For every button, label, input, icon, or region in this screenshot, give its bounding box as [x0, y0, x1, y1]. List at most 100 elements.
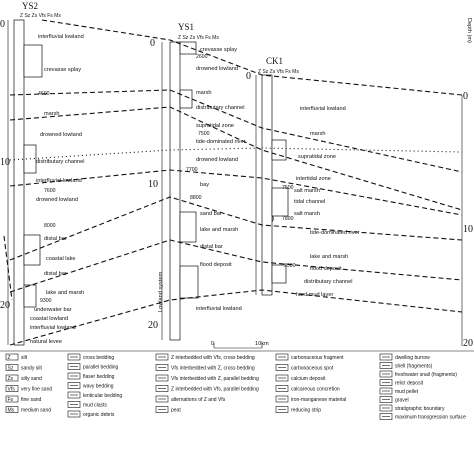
facies-label: underwater bar: [34, 307, 72, 313]
core-column-sand-bed: [23, 44, 43, 78]
facies-label: lake and marsh: [200, 227, 238, 233]
facies-label: distal bar: [200, 244, 223, 250]
legend-entry: flaser bedding: [67, 372, 115, 380]
legend-swatch: [5, 374, 19, 382]
facies-label: sand bar: [200, 211, 222, 217]
facies-label: crevasse splay: [44, 67, 81, 73]
legend-entry: mud pellet: [379, 387, 419, 395]
legend-entry: relict deposit: [379, 379, 424, 387]
well-name: YS2: [22, 1, 38, 11]
facies-label: distributary channel: [36, 159, 85, 165]
facies-label: tide-dominated river: [196, 139, 246, 145]
scale-bar-end: 10km: [255, 341, 269, 347]
legend-label: stratigraphic boundary: [395, 406, 445, 412]
scale-bar-start: 0: [211, 341, 214, 347]
radiocarbon-date: 7500: [198, 131, 210, 137]
legend-label: Vfs interbedded with Z, cross bedding: [171, 366, 255, 372]
facies-label: drowned lowland: [40, 132, 82, 138]
legend-label: medium sand: [21, 408, 51, 414]
depth-tick: 10: [463, 224, 473, 235]
legend-entry: wavy bedding: [67, 382, 114, 390]
radiocarbon-date: 7800: [282, 216, 294, 222]
depth-tick: 0: [0, 19, 5, 30]
radiocarbon-date: 7500: [282, 185, 294, 191]
legend-label: alternations of Z and Vfs: [171, 397, 226, 403]
core-column-sand-bed: [271, 187, 289, 217]
legend-code: Fs: [8, 397, 14, 403]
legend-code: Z: [8, 355, 11, 361]
legend-label: shell (fragments): [395, 364, 433, 370]
legend-code: Zs: [8, 376, 14, 382]
well-ys2: YS2 Z Sz Zs Vfs Fs Ms 0 10 20 4600 7600 …: [0, 1, 85, 346]
legend-entry: Z interbedded with Vfs, cross bedding: [155, 353, 255, 361]
legend-label: silt: [21, 355, 28, 361]
legend-label: organic debris: [83, 412, 115, 418]
facies-label: salt marsh: [294, 211, 320, 217]
facies-label: supratidal zone: [196, 123, 234, 129]
facies-label: interfluvial lowland: [300, 106, 346, 112]
legend-entry: organic debris: [67, 410, 115, 418]
legend-entry: cross bedding: [67, 353, 114, 361]
grain-size-header: Z Sz Zs Vfs Fs Ms: [258, 69, 299, 75]
facies-label: natural levee: [30, 339, 62, 345]
legend-label: Vfs interbedded with Z, parallel bedding: [171, 376, 259, 382]
legend-swatch: [5, 385, 19, 392]
legend-entry: dwelling burrow: [379, 353, 430, 361]
legend-entry: gravel: [379, 396, 409, 404]
depth-tick: 0: [150, 38, 155, 49]
right-depth-axis: Depth (m) 0 10 20: [461, 18, 473, 349]
facies-label: interfluvial lowland: [38, 34, 84, 40]
legend-entry: calcium deposit: [275, 374, 326, 382]
depth-tick: 0: [463, 91, 468, 102]
legend-label: calcium deposit: [291, 376, 326, 382]
facies-label: crevasse splay: [200, 47, 237, 53]
core-column-sand-bed: [179, 211, 197, 243]
legend-label: iron-manganese material: [291, 397, 346, 403]
facies-label: flood deposit: [310, 266, 342, 272]
stratigraphic-boundary-line: [9, 196, 463, 261]
legend-label: maximum transgression surface: [395, 415, 466, 421]
legend-entry: Fs fine sand: [5, 395, 42, 403]
core-column: [13, 19, 25, 346]
legend-code: Ms: [8, 408, 15, 414]
legend-entry: reducing strip: [275, 406, 321, 414]
facies-label: tidal channel: [294, 199, 325, 205]
legend-label: very fine sand: [21, 387, 52, 393]
facies-label: drowned lowland: [36, 197, 78, 203]
legend-label: Z interbedded with Vfs, cross bedding: [171, 355, 255, 361]
legend-entry: freshwater snail (fragments): [379, 370, 457, 378]
legend-entry: maximum transgression surface: [379, 413, 466, 421]
maximum-transgression-line: [9, 147, 463, 161]
legend-label: Z interbedded with Vfs, parallel bedding: [171, 387, 259, 393]
legend-label: gravel: [395, 398, 409, 404]
well-ys1: YS1 Z Sz Zs Vfs Fs Ms 0 10 20 2600 7500 …: [148, 22, 246, 341]
legend-entry: Vfs interbedded with Z, cross bedding: [155, 364, 255, 372]
legend-label: freshwater snail (fragments): [395, 372, 457, 378]
legend-entry: Z interbedded with Vfs, parallel bedding: [155, 385, 259, 393]
legend-entry: iron-manganese material: [275, 395, 346, 403]
legend-label: fine sand: [21, 397, 42, 403]
legend-swatch: [5, 395, 19, 403]
core-column: [169, 41, 181, 341]
facies-label: drowned lowland: [196, 66, 238, 72]
depth-tick: 0: [246, 71, 251, 82]
grain-size-header: Z Sz Zs Vfs Fs Ms: [20, 13, 61, 19]
core-column-sand-bed: [23, 284, 37, 308]
depth-axis-label: Depth (m): [466, 18, 472, 43]
legend-label: dwelling burrow: [395, 355, 430, 361]
legend-label: flaser bedding: [83, 374, 115, 380]
legend-entry: calcareous concretion: [275, 385, 340, 393]
stratigraphic-boundary-line: [9, 106, 463, 211]
core-column-sand-bed: [271, 139, 287, 161]
legend-label: calcareous concretion: [291, 387, 340, 393]
legend-swatch: [5, 364, 19, 371]
legend-swatch: [5, 406, 19, 413]
core-column-sand-bed: [179, 265, 199, 299]
facies-label: distributary channel: [196, 105, 245, 111]
stratigraphic-boundary-line: [9, 169, 463, 216]
legend-label: silty sand: [21, 376, 42, 382]
legend-entry: parallel bedding: [67, 363, 119, 371]
well-ck1: CK1 Z Sz Zs Vfs Fs Ms 0 10 7500 7800 930…: [246, 56, 360, 298]
radiocarbon-date: 7600: [44, 188, 56, 194]
legend-label: mud clasts: [83, 403, 107, 409]
